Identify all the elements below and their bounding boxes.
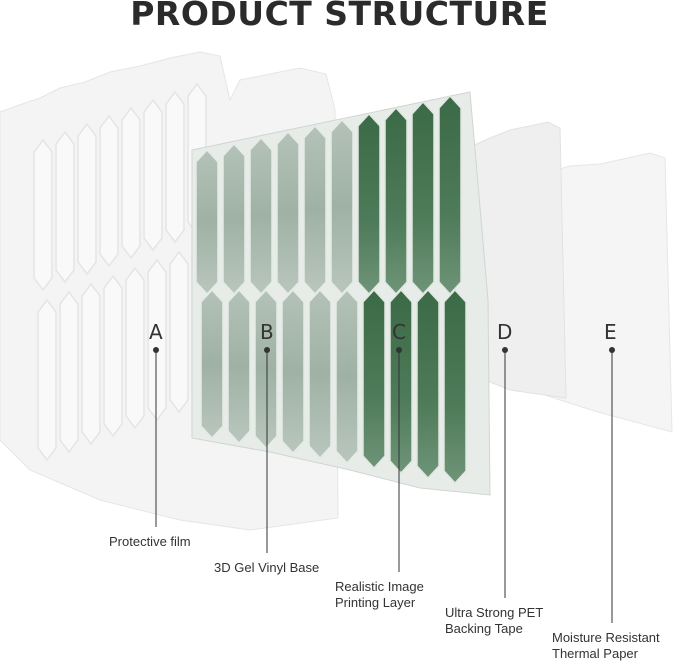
film-tile xyxy=(121,106,141,260)
tile-lower xyxy=(362,288,386,470)
tile-lower xyxy=(443,288,467,485)
film-tile xyxy=(37,298,57,462)
tile-upper xyxy=(384,106,408,296)
leader-dot xyxy=(396,347,402,353)
leader-dot xyxy=(502,347,508,353)
tile-lower xyxy=(254,288,278,450)
film-tile xyxy=(77,122,97,276)
caption-thermal-paper: Moisture Resistant Thermal Paper xyxy=(552,630,660,661)
tile-lower xyxy=(389,288,413,475)
caption-gel-vinyl-base: 3D Gel Vinyl Base xyxy=(214,560,320,575)
leader-dot xyxy=(609,347,615,353)
film-tile xyxy=(147,258,167,422)
layer-letter-b: B xyxy=(260,320,274,344)
tile-upper xyxy=(195,148,219,296)
tile-lower xyxy=(281,288,305,455)
tile-upper xyxy=(411,100,435,296)
layer-letter-e: E xyxy=(604,320,617,344)
tile-upper xyxy=(438,94,462,296)
film-tile xyxy=(99,114,119,268)
layer-letter-a: A xyxy=(149,320,163,344)
film-tile xyxy=(169,250,189,414)
tile-upper xyxy=(276,130,300,296)
film-tile xyxy=(55,130,75,284)
tile-sheet xyxy=(191,91,491,496)
layer-letter-d: D xyxy=(497,320,513,344)
leader-lines xyxy=(153,347,615,623)
caption-printing-layer: Realistic Image Printing Layer xyxy=(335,579,424,610)
tile-upper xyxy=(330,118,354,296)
tile-upper xyxy=(303,124,327,296)
leader-dot xyxy=(153,347,159,353)
tile-lower xyxy=(227,288,251,445)
leader-dot xyxy=(264,347,270,353)
tile-lower xyxy=(335,288,359,465)
film-tile xyxy=(33,138,53,292)
tile-lower xyxy=(416,288,440,480)
film-tile xyxy=(165,90,185,244)
film-tile xyxy=(59,290,79,454)
film-tile xyxy=(81,282,101,446)
film-tile xyxy=(103,274,123,438)
tile-upper xyxy=(357,112,381,296)
tile-upper xyxy=(249,136,273,296)
tile-lower xyxy=(200,288,224,440)
page-title: PRODUCT STRUCTURE xyxy=(130,0,549,33)
film-tile xyxy=(143,98,163,252)
tile-upper xyxy=(222,142,246,296)
caption-pet-backing: Ultra Strong PET Backing Tape xyxy=(445,605,544,636)
tile-lower xyxy=(308,288,332,460)
film-tile xyxy=(125,266,145,430)
caption-protective-film: Protective film xyxy=(109,534,191,549)
layer-letter-c: C xyxy=(392,320,406,344)
